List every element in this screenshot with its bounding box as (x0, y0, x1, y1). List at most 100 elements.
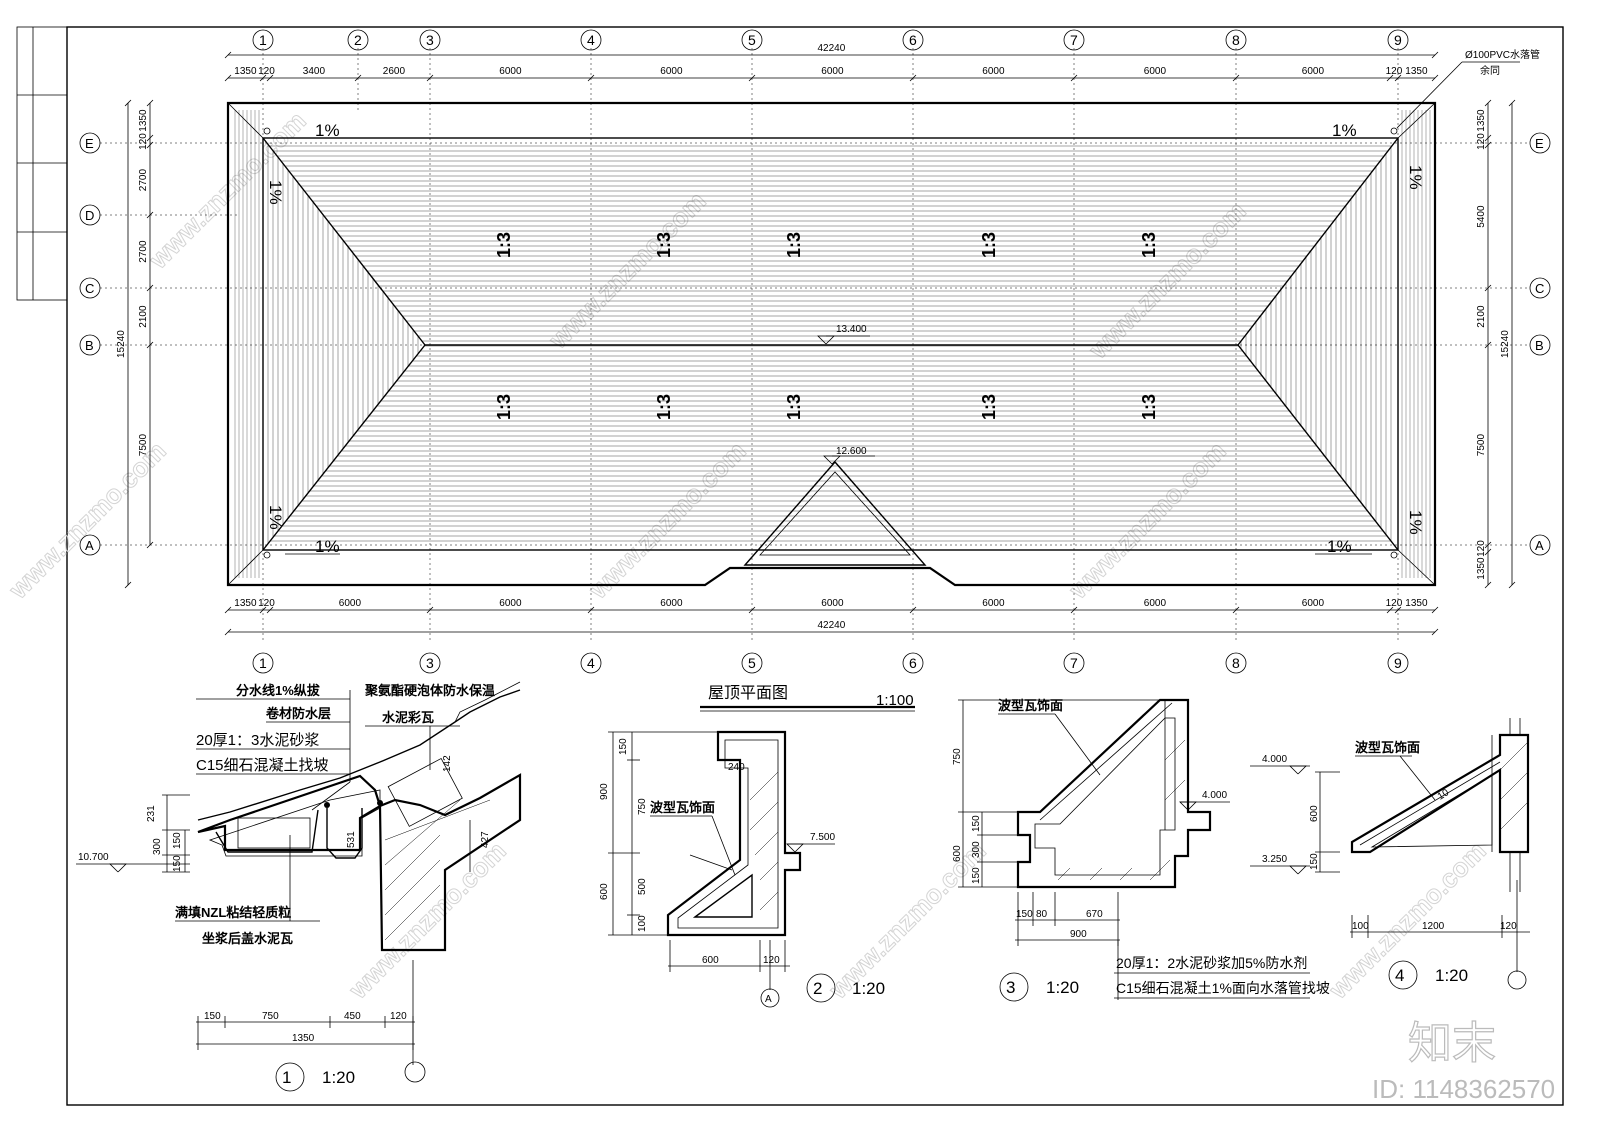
axis-label: C (85, 281, 94, 296)
dim-tick (587, 606, 595, 614)
axis-bubble (1063, 652, 1085, 674)
dim-tick (266, 606, 274, 614)
axis-label: A (85, 538, 94, 553)
dim-text: 1350 (1405, 598, 1428, 609)
svg-text:80: 80 (1036, 909, 1048, 920)
svg-text:450: 450 (344, 1011, 361, 1022)
slope-ratio: 1:3 (979, 232, 999, 258)
dim-tick (1484, 284, 1492, 292)
svg-text:4.000: 4.000 (1262, 754, 1287, 765)
svg-text:10: 10 (1436, 787, 1452, 802)
axis-label: 3 (426, 655, 434, 671)
dim-tick (1386, 74, 1394, 82)
detail-1: 分水线1%纵拔 卷材防水层 20厚1：3水泥砂浆 C15细石混凝土找坡 聚氨酯硬… (76, 681, 522, 1092)
axis-label: D (85, 208, 94, 223)
dim-tick (1431, 74, 1439, 82)
svg-text:100: 100 (637, 915, 648, 932)
svg-text:600: 600 (1309, 805, 1320, 822)
axis-label: 6 (909, 655, 917, 671)
axis-bubble (79, 534, 101, 556)
slope-ratio: 1:3 (979, 394, 999, 420)
slope-1pct: 1% (1327, 537, 1352, 556)
dim-tick (266, 74, 274, 82)
dim-text: 6000 (499, 66, 522, 77)
axis-label: 3 (426, 32, 434, 48)
dim-text: 2100 (1476, 305, 1487, 328)
slope-1pct: 1% (266, 180, 285, 205)
dim-tick (146, 341, 154, 349)
dim-text: 42240 (818, 43, 846, 54)
svg-text:1:100: 1:100 (876, 692, 914, 709)
svg-text:7.500: 7.500 (810, 832, 835, 843)
axis-bubble (252, 652, 274, 674)
dim-tick (146, 99, 154, 107)
svg-text:www.znzmo.com: www.znzmo.com (2, 436, 171, 605)
slope-ratio: 1:3 (654, 394, 674, 420)
dim-tick (1431, 606, 1439, 614)
dim-text: 1350 (1476, 109, 1487, 132)
svg-text:670: 670 (1086, 909, 1103, 920)
axis-label: 1 (259, 655, 267, 671)
slope-ratio: 1:3 (1139, 232, 1159, 258)
dim-text: 15240 (116, 330, 127, 358)
axis-bubble (1225, 652, 1247, 674)
axis-label: E (85, 136, 94, 151)
svg-text:231: 231 (146, 805, 157, 822)
slope-1pct: 1% (1406, 510, 1425, 535)
dim-text: 6000 (339, 598, 362, 609)
dim-tick (1484, 99, 1492, 107)
svg-text:知末: 知末 (1408, 1019, 1496, 1068)
dim-text: 3400 (303, 66, 326, 77)
svg-text:120: 120 (763, 955, 780, 966)
svg-text:150: 150 (971, 867, 982, 884)
dim-text: 6000 (660, 598, 683, 609)
axis-bubble (79, 132, 101, 154)
svg-text:屋顶平面图: 屋顶平面图 (708, 684, 788, 702)
dim-text: 1350 (234, 66, 257, 77)
dim-text: 2700 (138, 240, 149, 263)
dim-text: 120 (1476, 133, 1487, 150)
axis-label: 9 (1394, 32, 1402, 48)
drain-note: Ø100PVC水落管 (1465, 48, 1540, 61)
svg-text:1: 1 (282, 1068, 291, 1087)
dim-text: 6000 (1144, 598, 1167, 609)
dim-tick (1394, 606, 1402, 614)
dim-tick (1508, 581, 1516, 589)
axis-bubble (741, 652, 763, 674)
slope-ratio: 1:3 (784, 394, 804, 420)
svg-text:142: 142 (442, 755, 453, 772)
axis-bubble (79, 204, 101, 226)
svg-text:满填NZL粘结轻质粒: 满填NZL粘结轻质粒 (175, 905, 291, 920)
slope-ratio: 1:3 (654, 232, 674, 258)
dim-text: 6000 (1302, 66, 1325, 77)
dim-text: 7500 (1476, 434, 1487, 457)
axis-label: 9 (1394, 655, 1402, 671)
dim-tick (748, 74, 756, 82)
axis-label: B (1535, 338, 1544, 353)
brand-mark: 知末 ID: 1148362570 (1372, 1018, 1555, 1104)
axis-bubble (1063, 29, 1085, 51)
dim-tick (587, 74, 595, 82)
dim-tick (1484, 141, 1492, 149)
drawing-frame (66, 26, 1564, 1106)
drain-pipes: Ø100PVC水落管 余同 (263, 48, 1540, 559)
svg-text:120: 120 (390, 1011, 407, 1022)
axis-bubble (347, 29, 369, 51)
axis-label: 4 (587, 32, 595, 48)
dim-text: 1350 (1405, 66, 1428, 77)
dim-tick (748, 606, 756, 614)
dim-tick (146, 134, 154, 142)
svg-text:300: 300 (971, 841, 982, 858)
dim-tick (146, 541, 154, 549)
dim-text: 5400 (1476, 205, 1487, 228)
dim-text: 42240 (818, 620, 846, 631)
slope-ratio: 1:3 (784, 232, 804, 258)
axis-bubble (1529, 534, 1551, 556)
dim-tick (224, 606, 232, 614)
slope-1pct: 1% (315, 121, 340, 140)
axis-label: 6 (909, 32, 917, 48)
svg-text:150: 150 (172, 855, 183, 872)
dim-text: 120 (1386, 66, 1403, 77)
svg-text:150: 150 (204, 1011, 221, 1022)
